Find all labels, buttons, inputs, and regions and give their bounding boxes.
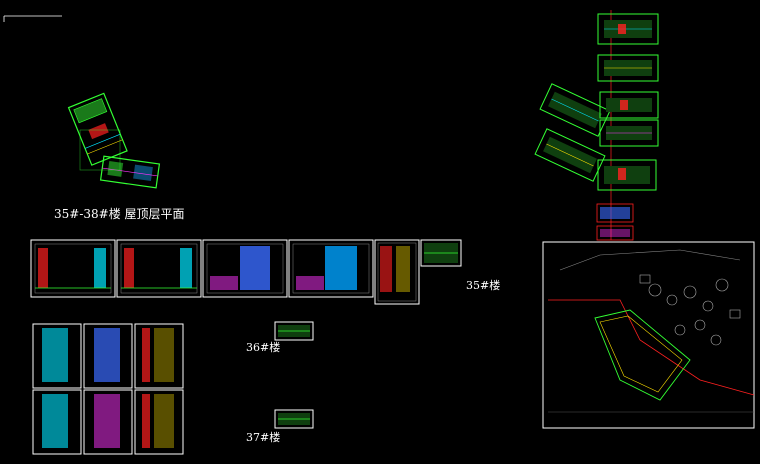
tower-floor-plans xyxy=(534,10,659,241)
elevation-sheets-row xyxy=(30,239,462,305)
small-plan-sheets xyxy=(274,321,314,429)
building-36-label: 36#楼 xyxy=(246,341,281,354)
roof-plan-label: 35#-38#楼 屋顶层平面 xyxy=(54,207,185,221)
building-37-label: 37#楼 xyxy=(246,431,281,444)
building-35-label: 35#楼 xyxy=(466,279,501,292)
elevation-sheets-grid xyxy=(32,323,184,455)
ucs-marker xyxy=(3,15,62,22)
roof-plan-drawing xyxy=(67,92,161,189)
site-plan xyxy=(542,241,755,429)
